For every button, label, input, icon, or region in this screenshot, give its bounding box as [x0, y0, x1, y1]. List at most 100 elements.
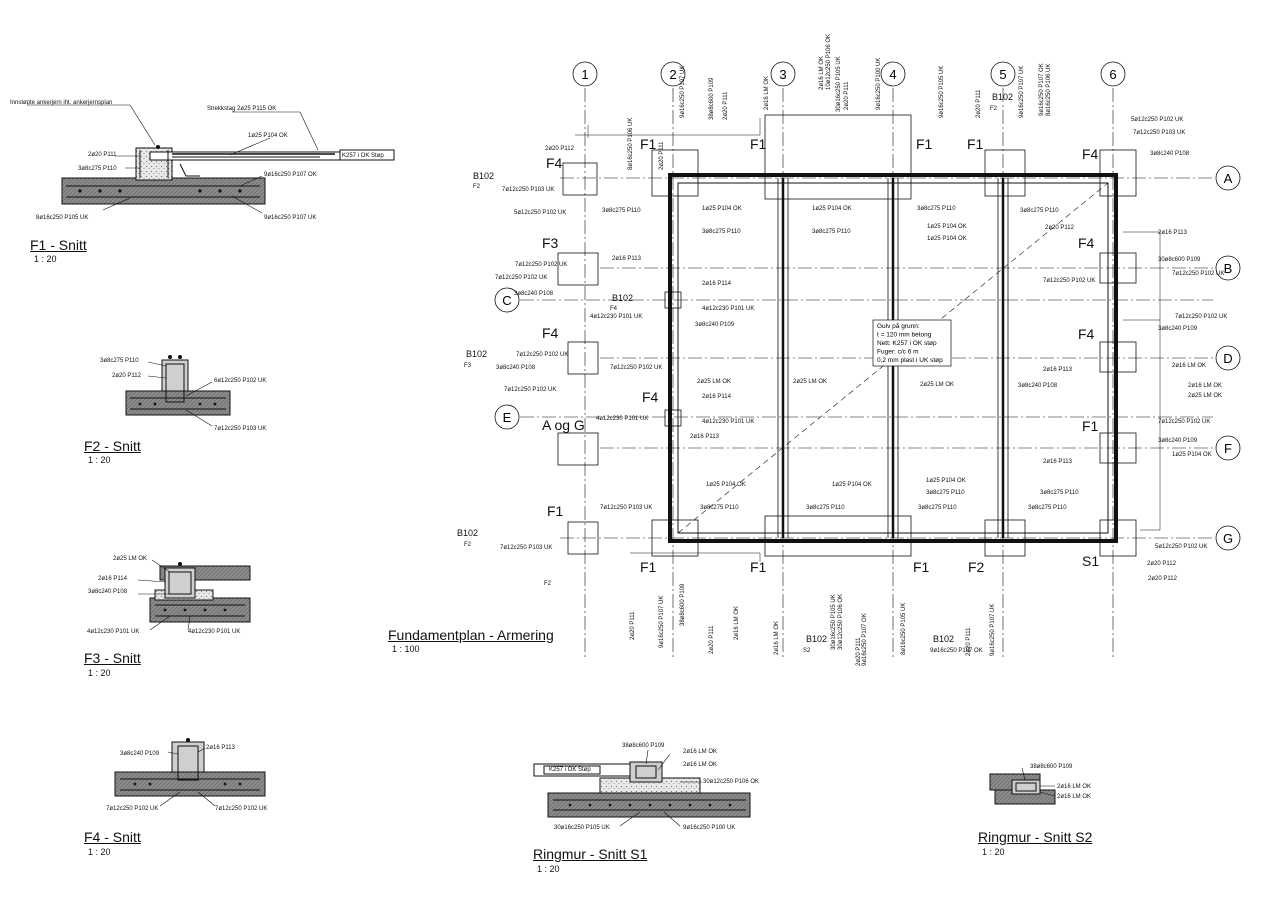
svg-text:6: 6 [1109, 67, 1116, 82]
annotation-label: 30ø12c250 P106 OK [703, 779, 759, 785]
annotation-label: F4 [642, 389, 659, 405]
svg-text:3: 3 [779, 67, 786, 82]
svg-text:F: F [1224, 441, 1232, 456]
annotation-label: 38ø8c600 P109 [709, 77, 715, 120]
svg-text:C: C [502, 293, 511, 308]
annotation-label: 4ø12c230 P101 UK [87, 629, 139, 635]
annotation-label: F3 [542, 235, 559, 251]
annotation-label: 3ø8c240 P109 [1158, 438, 1198, 444]
annotation-label: 4ø12c230 P101 UK [702, 419, 754, 425]
svg-text:B: B [1224, 261, 1233, 276]
annotation-label: F1 [913, 559, 930, 575]
annotation-label: F1 [640, 559, 657, 575]
annotation-label: 2ø16 P114 [98, 576, 128, 582]
annotation-label: 7ø12c250 P102 UK [495, 275, 547, 281]
annotation-label: 2ø20 P112 [1147, 561, 1177, 567]
annotation-label: F4 [610, 306, 618, 312]
annotation-label: 38ø8c600 P109 [622, 743, 665, 749]
annotation-label: 7ø12c250 P102 UK [516, 352, 568, 358]
annotation-label: 7ø12c250 P102 UK [504, 387, 556, 393]
annotation-label: B102 [457, 528, 478, 538]
annotation-label: 2ø16 P113 [206, 745, 236, 751]
annotation-label: 2ø25 LM OK [1188, 393, 1222, 399]
annotation-label: 7ø12c250 P102 UK [1158, 419, 1210, 425]
annotation-label: 3ø8c275 P110 [602, 208, 641, 214]
section-s1-drawing [533, 749, 751, 827]
annotation-label: 9ø16c250 P107 UK [1019, 66, 1025, 118]
annotation-label: 2ø25 LM OK [920, 382, 954, 388]
grid-bubble-row-E: E [494, 404, 520, 430]
annotation-label: 2ø20 P111 [723, 91, 729, 120]
annotation-label: 2ø20 P111 [976, 89, 982, 118]
annotation-label: 9ø16c250 P100 UK [683, 825, 735, 831]
scale-f1: 1 : 20 [34, 254, 57, 264]
annotation-label: 7ø12c250 P102 UK [610, 365, 662, 371]
grid-bubble-col-5: 5 [990, 61, 1016, 87]
annotation-label: 10ø12c250 P106 OK [826, 34, 832, 90]
annotation-label: F4 [1082, 146, 1099, 162]
annotation-label: A og G [542, 417, 585, 433]
annotation-label: 8ø16c250 P106 UK [1046, 64, 1052, 116]
svg-text:2: 2 [669, 67, 676, 82]
svg-text:G: G [1223, 531, 1233, 546]
annotation-label: 2ø16 LM OK [819, 56, 825, 90]
annotation-label: 3ø8c240 P108 [496, 365, 536, 371]
annotation-label: 5ø12c250 P102 UK [1131, 117, 1183, 123]
annotation-label: S2 [803, 648, 811, 654]
annotation-label: 9ø16c250 P107 UK [264, 215, 316, 221]
annotation-label: B102 [992, 92, 1013, 102]
annotation-label: 1ø25 P104 OK [248, 133, 288, 139]
annotation-label: 2ø16 LM OK [1057, 784, 1091, 790]
annotation-label: F2 [968, 559, 985, 575]
annotation-label: 7ø12c250 P103 UK [1133, 130, 1185, 136]
annotation-label: 2ø16 P113 [690, 434, 720, 440]
annotation-label: 8ø16c250 P105 UK [901, 603, 907, 655]
annotation-label: 2ø16 P114 [702, 394, 732, 400]
annotation-label: S1 [1082, 553, 1099, 569]
grid-bubble-row-G: G [1215, 525, 1241, 551]
annotation-label: 1ø25 P104 OK [927, 224, 967, 230]
floor-note-line: 0,2 mm plast i UK støp [877, 357, 943, 364]
annotation-label: 3ø8c275 P110 [812, 229, 851, 235]
annotation-label: 3ø8c275 P110 [917, 206, 956, 212]
annotation-label: 2ø20 P111 [844, 81, 850, 110]
annotation-label: 3ø8c275 P110 [702, 229, 741, 235]
scale-plan: 1 : 100 [392, 644, 420, 654]
annotation-label: 3ø8c275 P110 [1020, 208, 1059, 214]
annotation-label: 5ø12c250 P102 UK [1155, 544, 1207, 550]
annotation-label: 7ø12c250 P102 UK [515, 262, 567, 268]
annotation-label: 2ø20 P112 [112, 373, 142, 379]
annotation-label: F2 [464, 542, 472, 548]
grid-bubble-row-A: A [1215, 165, 1241, 191]
svg-text:A: A [1224, 171, 1233, 186]
annotation-label: 9ø16c250 P107 OK [264, 172, 317, 178]
annotation-label: 9ø16c250 P107 UK [990, 604, 996, 656]
annotation-label: F2 [473, 184, 481, 190]
annotation-label: 7ø12c250 P103 UK [502, 187, 554, 193]
annotation-label: 2ø20 P112 [1045, 225, 1075, 231]
annotation-label: 7ø12c250 P103 UK [600, 505, 652, 511]
annotation-label: 2ø16 LM OK [683, 762, 717, 768]
title-f1: F1 - Snitt [30, 237, 87, 253]
annotation-label: 2ø16 P113 [612, 256, 642, 262]
annotation-label: 1ø25 P104 OK [926, 478, 966, 484]
annotation-label: F1 [1082, 418, 1099, 434]
annotation-label: F1 [547, 503, 564, 519]
annotation-label: 9ø16c250 P107 UK [680, 66, 686, 118]
annotation-label: B102 [612, 293, 633, 303]
annotation-label: 30ø8c600 P109 [1158, 257, 1201, 263]
annotation-label: 2ø16 LM OK [1057, 794, 1091, 800]
annotation-label: 3ø8c275 P110 [1040, 490, 1079, 496]
annotation-label: 2ø16 LM OK [1172, 363, 1206, 369]
floor-note-line: Gulv på grunn: [877, 322, 920, 330]
annotation-label: 30ø16c250 P105 UK [836, 56, 842, 112]
annotation-label: 2ø25 LM OK [793, 379, 827, 385]
svg-text:5: 5 [999, 67, 1006, 82]
annotation-label: 7ø12c250 P103 UK [214, 426, 266, 432]
title-plan: Fundamentplan - Armering [388, 627, 554, 643]
annotation-label: 7ø12c250 P102 UK [1172, 271, 1224, 277]
title-f2: F2 - Snitt [84, 438, 141, 454]
floor-note-line: Nett: K257 i OK støp [877, 340, 937, 347]
